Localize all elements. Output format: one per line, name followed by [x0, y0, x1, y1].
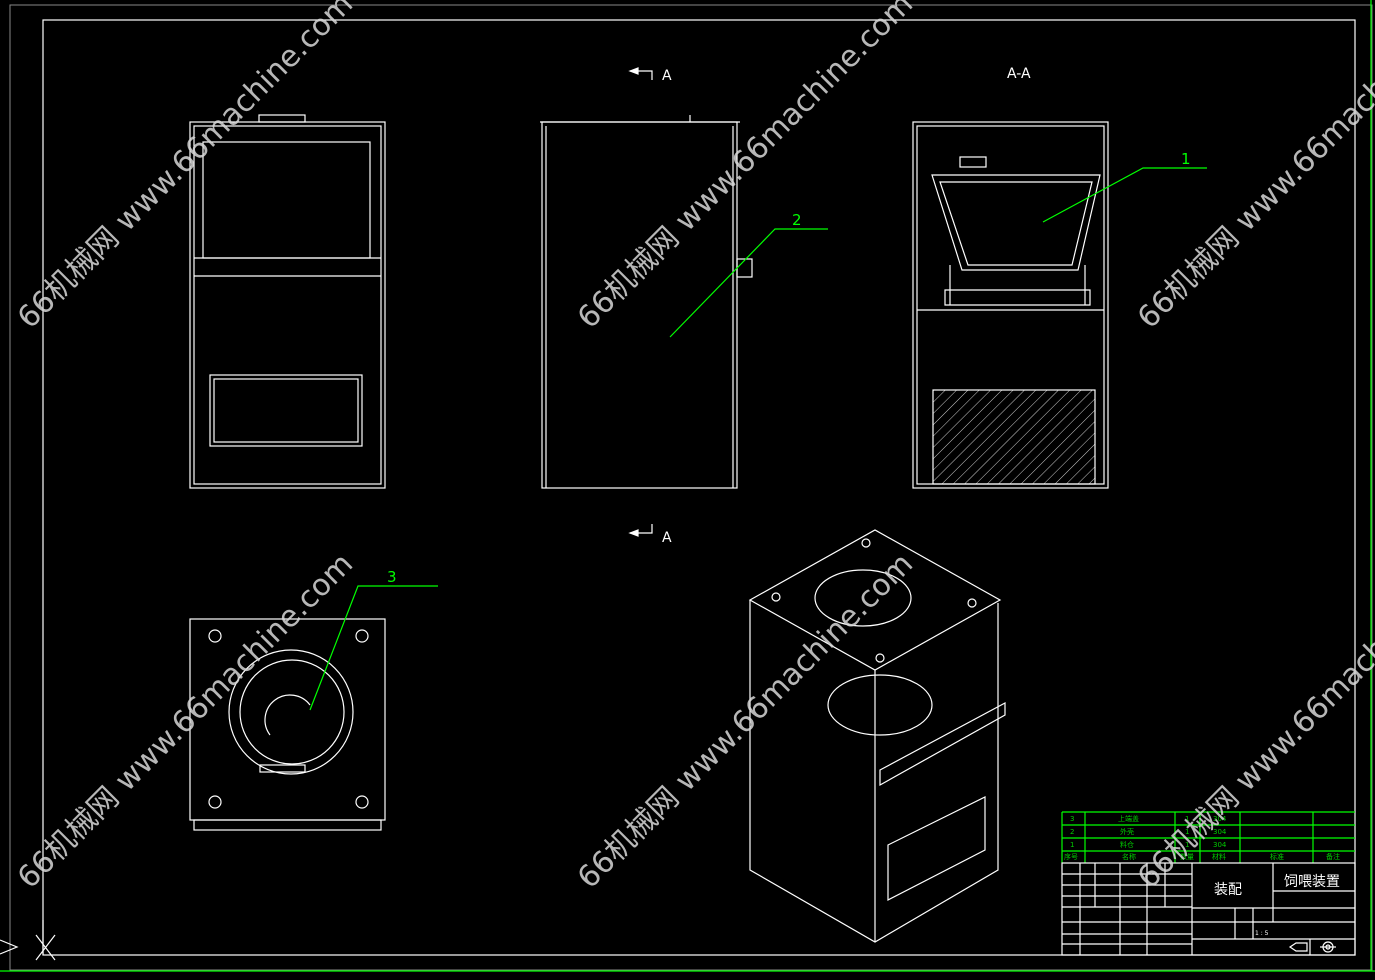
cursor-arrow-icon: [0, 939, 19, 955]
front-view: [189, 114, 386, 489]
viewport-border: [9, 4, 1373, 971]
svg-text:上端盖: 上端盖: [1118, 814, 1139, 823]
svg-text:1: 1: [1070, 841, 1074, 849]
svg-text:序号: 序号: [1064, 852, 1078, 861]
svg-text:备注: 备注: [1326, 852, 1340, 861]
section-label-bottom: A: [662, 530, 672, 546]
section-view-title: A-A: [1007, 66, 1031, 82]
callout-2: 2: [792, 211, 802, 229]
section-marker-bottom: [628, 524, 653, 537]
svg-text:标准: 标准: [1270, 852, 1284, 861]
parts-row: 2 外壳 1 304: [1070, 827, 1227, 836]
leader-1: [1042, 167, 1207, 223]
svg-text:304: 304: [1213, 828, 1227, 836]
parts-list: 3 上端盖 1 304 2 外壳 1 304 1 料仓 1 304 序号 名称 数量 材料 标准 备注: [1061, 811, 1355, 863]
side-view: [540, 115, 753, 489]
svg-text:1: 1: [1185, 815, 1189, 823]
drawing-frame: [42, 19, 1356, 956]
section-view: [912, 121, 1109, 489]
svg-text:料仓: 料仓: [1120, 840, 1134, 849]
projection-symbol-icon: [1288, 941, 1336, 953]
svg-text:3: 3: [1070, 815, 1074, 823]
svg-text:66机械网 www.66machine.com: 66机械网 www.66machine.com: [571, 0, 920, 336]
svg-text:1: 1: [1185, 828, 1189, 836]
parts-row: 1 料仓 1 304: [1070, 840, 1227, 849]
svg-text:304: 304: [1213, 841, 1227, 849]
parts-row: 3 上端盖 1 304: [1070, 814, 1227, 823]
callout-1: 1: [1181, 150, 1191, 168]
ucs-icon: [35, 934, 56, 961]
svg-text:名称: 名称: [1122, 852, 1136, 861]
svg-text:66机械网 www.66machine.com: 66机械网 www.66machine.com: [571, 546, 920, 895]
leader-3: [309, 585, 438, 711]
svg-text:数量: 数量: [1180, 852, 1194, 861]
section-label-top: A: [662, 68, 672, 84]
svg-text:1: 1: [1185, 841, 1189, 849]
drawing-title: 饲喂装置: [1284, 874, 1340, 890]
parts-header: 序号 名称 数量 材料 标准 备注: [1064, 852, 1340, 861]
drawing-scale: 1 : 5: [1255, 930, 1269, 937]
section-marker-top: [628, 67, 653, 80]
watermarks: 66机械网 www.66machine.com 66机械网 www.66mach…: [11, 0, 1375, 896]
svg-text:66机械网 www.66machine.com: 66机械网 www.66machine.com: [1131, 546, 1375, 895]
svg-text:外壳: 外壳: [1120, 827, 1134, 836]
svg-text:材料: 材料: [1212, 852, 1226, 861]
svg-text:66机械网 www.66machine.com: 66机械网 www.66machine.com: [11, 0, 360, 336]
callout-3: 3: [387, 568, 397, 586]
title-block: [1061, 862, 1356, 956]
svg-text:2: 2: [1070, 828, 1074, 836]
svg-text:66机械网 www.66machine.com: 66机械网 www.66machine.com: [11, 546, 360, 895]
bottom-view: [189, 618, 386, 831]
leader-2: [669, 228, 828, 338]
isometric-view: [748, 529, 1006, 943]
drawing-type: 装配: [1214, 882, 1242, 898]
svg-text:304: 304: [1213, 815, 1227, 823]
